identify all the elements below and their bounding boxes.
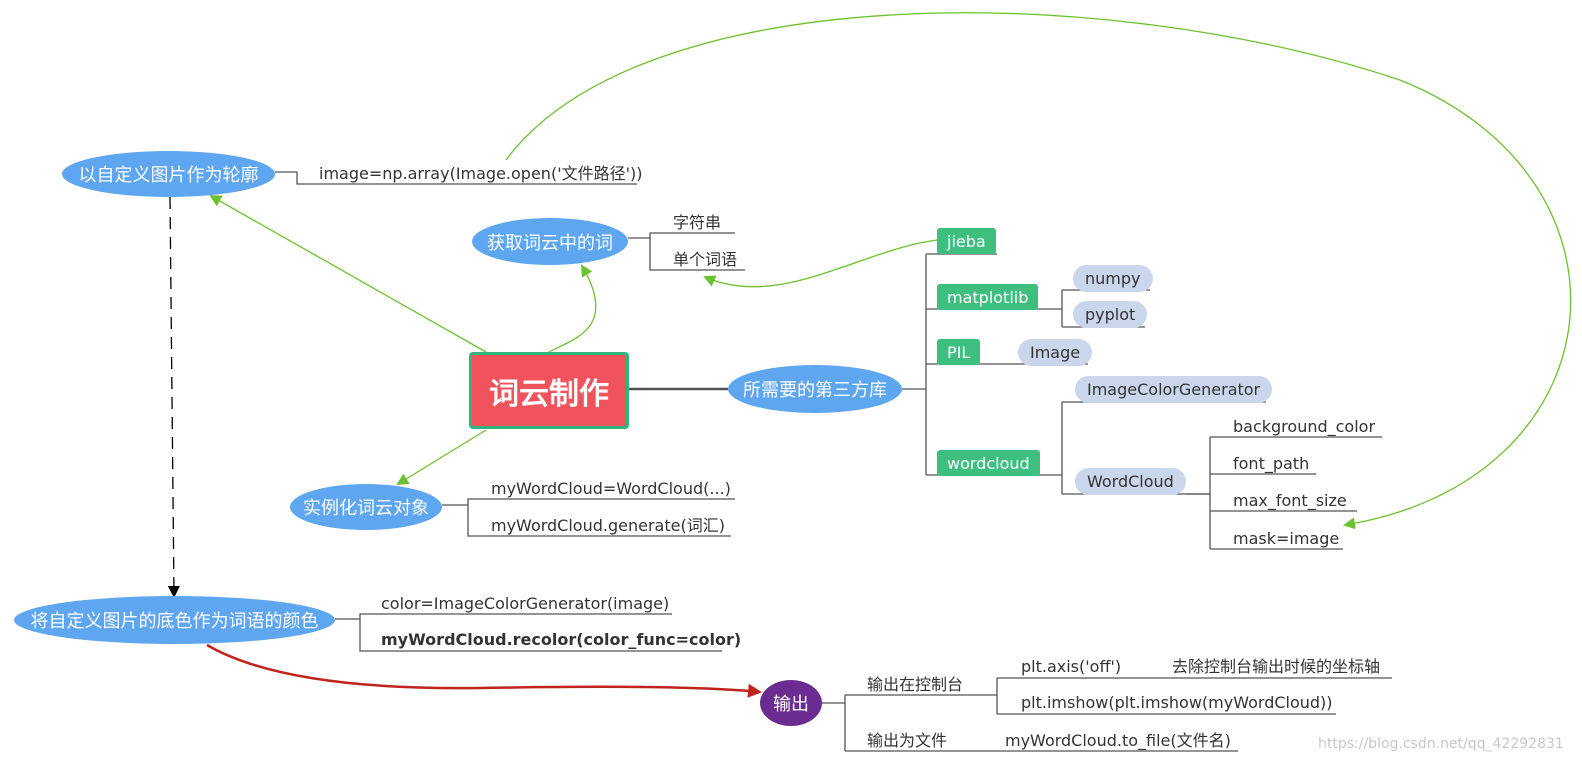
node-outline[interactable]: 以自定义图片作为轮廓	[62, 151, 275, 197]
node-instance[interactable]: 实例化词云对象	[290, 484, 442, 530]
node-output[interactable]: 输出	[760, 680, 822, 726]
color-item-recolor: myWordCloud.recolor(color_func=color)	[381, 630, 742, 649]
color-item-generator: color=ImageColorGenerator(image)	[381, 594, 670, 613]
output-imshow: plt.imshow(plt.imshow(myWordCloud))	[1021, 693, 1333, 712]
instance-item-create: myWordCloud=WordCloud(...)	[491, 479, 731, 498]
watermark: https://blog.csdn.net/qq_42292831	[1318, 736, 1564, 752]
output-axis-note: 去除控制台输出时候的坐标轴	[1172, 657, 1381, 676]
lib-pyplot[interactable]: pyplot	[1073, 301, 1148, 328]
lib-numpy[interactable]: numpy	[1073, 265, 1153, 292]
center-topic[interactable]: 词云制作	[469, 352, 629, 429]
lib-wordcloud[interactable]: wordcloud	[937, 450, 1040, 476]
lib-matplotlib[interactable]: matplotlib	[937, 284, 1039, 310]
output-console: 输出在控制台	[867, 675, 964, 694]
lib-pil[interactable]: PIL	[937, 339, 981, 365]
output-axis: plt.axis('off')	[1021, 657, 1122, 676]
param-mask: mask=image	[1233, 529, 1340, 548]
node-libs[interactable]: 所需要的第三方库	[728, 365, 902, 413]
lib-wordcloud-class[interactable]: WordCloud	[1075, 468, 1186, 495]
output-file: 输出为文件	[867, 731, 948, 750]
get-words-item-string: 字符串	[673, 213, 722, 232]
lib-jieba[interactable]: jieba	[937, 228, 996, 254]
output-to-file: myWordCloud.to_file(文件名)	[1005, 731, 1231, 750]
param-font-path: font_path	[1233, 454, 1310, 473]
param-background-color: background_color	[1233, 417, 1376, 436]
node-get-words[interactable]: 获取词云中的词	[472, 218, 628, 265]
get-words-item-word: 单个词语	[673, 250, 738, 269]
lib-image[interactable]: Image	[1018, 339, 1093, 366]
param-max-font-size: max_font_size	[1233, 491, 1347, 510]
outline-code: image=np.array(Image.open('文件路径'))	[319, 164, 643, 183]
lib-image-color-generator[interactable]: ImageColorGenerator	[1075, 376, 1273, 403]
node-bg-color[interactable]: 将自定义图片的底色作为词语的颜色	[14, 596, 335, 644]
instance-item-generate: myWordCloud.generate(词汇)	[491, 516, 725, 535]
